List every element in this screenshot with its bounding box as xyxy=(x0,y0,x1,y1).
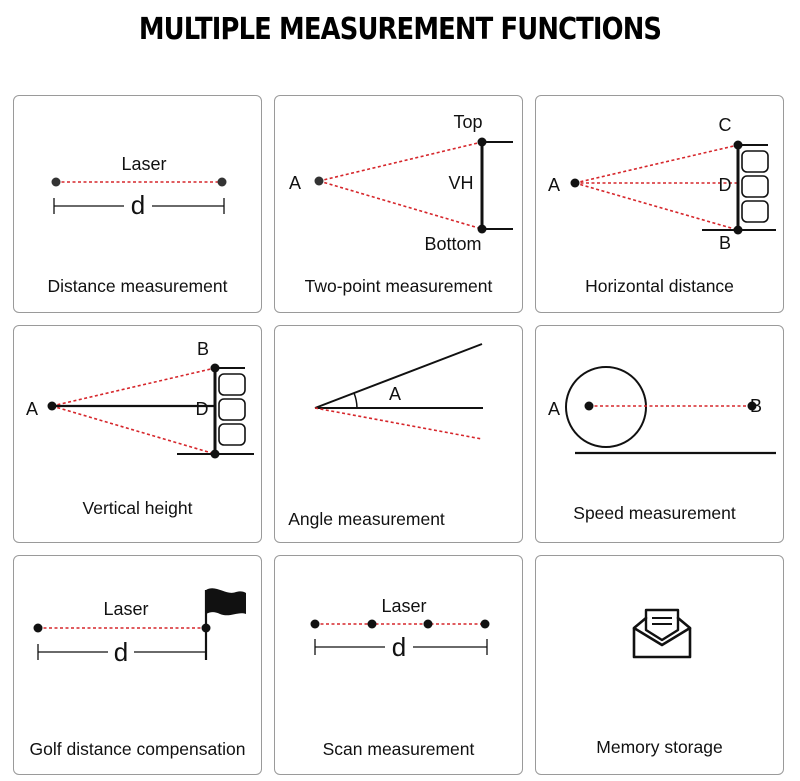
laser-label: Laser xyxy=(381,596,426,616)
point-a-label: A xyxy=(289,173,301,193)
card-two-point-measurement: Top A VH Bottom Two-point measurement xyxy=(274,95,523,313)
moving-object-circle xyxy=(565,366,647,448)
card-caption: Horizontal distance xyxy=(585,276,734,296)
point-bottom xyxy=(210,449,220,459)
laser-beam-bottom xyxy=(51,405,216,455)
horizontal-distance-diagram: C A D B xyxy=(548,115,776,253)
distance-label: d xyxy=(131,190,145,220)
laser-beam-b xyxy=(574,182,739,231)
point-d-label: D xyxy=(719,175,732,195)
envelope-corner xyxy=(632,616,692,630)
point-a-label: A xyxy=(26,399,38,419)
golf-flag-icon xyxy=(206,588,246,616)
angle-upper-ray xyxy=(314,343,483,409)
two-point-diagram: Top A VH Bottom xyxy=(289,112,513,254)
card-caption: Distance measurement xyxy=(47,276,228,296)
card-scan-measurement: Laser d Scan measurement xyxy=(274,555,523,775)
card-angle-measurement: A Angle measurement xyxy=(274,325,523,543)
golf-diagram: Laser d xyxy=(33,588,246,667)
stacked-box xyxy=(741,175,769,198)
point-b xyxy=(733,225,743,235)
point-top xyxy=(477,137,487,147)
laser-label: Laser xyxy=(103,599,148,619)
point-bottom xyxy=(477,224,487,234)
point-b xyxy=(210,363,220,373)
scan-point xyxy=(423,619,433,629)
card-distance-measurement: Laser d Distance measurement xyxy=(13,95,262,313)
start-point xyxy=(51,177,61,187)
card-speed-measurement: A B Speed measurement xyxy=(535,325,784,543)
card-memory-storage: Memory storage xyxy=(535,555,784,775)
start-point xyxy=(33,623,43,633)
end-point xyxy=(217,177,227,187)
card-caption: Scan measurement xyxy=(322,739,475,759)
envelope-body xyxy=(632,628,692,659)
laser-beam-top xyxy=(318,141,483,182)
distance-label: d xyxy=(114,637,128,667)
card-caption: Two-point measurement xyxy=(304,276,493,296)
speed-diagram: A B xyxy=(548,366,776,455)
angle-arc xyxy=(353,392,358,409)
stacked-box xyxy=(218,398,246,421)
distance-diagram: Laser d xyxy=(51,154,227,220)
point-c-label: C xyxy=(719,115,732,135)
point-b-label: B xyxy=(719,233,731,253)
scan-point xyxy=(367,619,377,629)
page-title: MULTIPLE MEASUREMENT FUNCTIONS xyxy=(138,12,662,47)
bottom-label: Bottom xyxy=(424,234,481,254)
laser-beam xyxy=(314,407,483,440)
point-a xyxy=(47,401,57,411)
scan-point xyxy=(310,619,320,629)
stacked-box xyxy=(218,423,246,446)
card-caption: Vertical height xyxy=(82,498,193,518)
envelope-flap xyxy=(633,626,691,647)
stacked-box xyxy=(741,200,769,223)
point-a-label: A xyxy=(548,175,560,195)
card-caption: Memory storage xyxy=(596,737,723,757)
point-c xyxy=(733,140,743,150)
stacked-box xyxy=(218,373,246,396)
point-a xyxy=(570,178,580,188)
laser-label: Laser xyxy=(121,154,166,174)
card-vertical-height: B A D Vertical height xyxy=(13,325,262,543)
stacked-box xyxy=(741,150,769,173)
point-a xyxy=(584,401,594,411)
vertical-height-diagram: B A D xyxy=(26,339,254,459)
card-horizontal-distance: C A D B Horizontal distance xyxy=(535,95,784,313)
card-caption: Speed measurement xyxy=(573,503,736,523)
laser-beam-b xyxy=(51,367,216,407)
card-golf-distance-compensation: Laser d Golf distance compensation xyxy=(13,555,262,775)
flag-point xyxy=(201,623,211,633)
point-b-label: B xyxy=(750,396,762,416)
vh-label: VH xyxy=(448,173,473,193)
point-d-label: D xyxy=(196,399,209,419)
card-caption: Angle measurement xyxy=(288,509,445,529)
scan-diagram: Laser d xyxy=(310,596,490,662)
distance-label: d xyxy=(392,632,406,662)
angle-label: A xyxy=(389,384,401,404)
point-a xyxy=(314,176,324,186)
envelope-letter-icon xyxy=(632,608,692,659)
angle-diagram: A xyxy=(314,343,483,440)
point-a-label: A xyxy=(548,399,560,419)
point-b-label: B xyxy=(197,339,209,359)
laser-beam-bottom xyxy=(318,180,483,230)
scan-point xyxy=(480,619,490,629)
top-label: Top xyxy=(453,112,482,132)
card-caption: Golf distance compensation xyxy=(29,739,246,759)
point-b xyxy=(747,401,757,411)
laser-beam-c xyxy=(574,144,739,184)
